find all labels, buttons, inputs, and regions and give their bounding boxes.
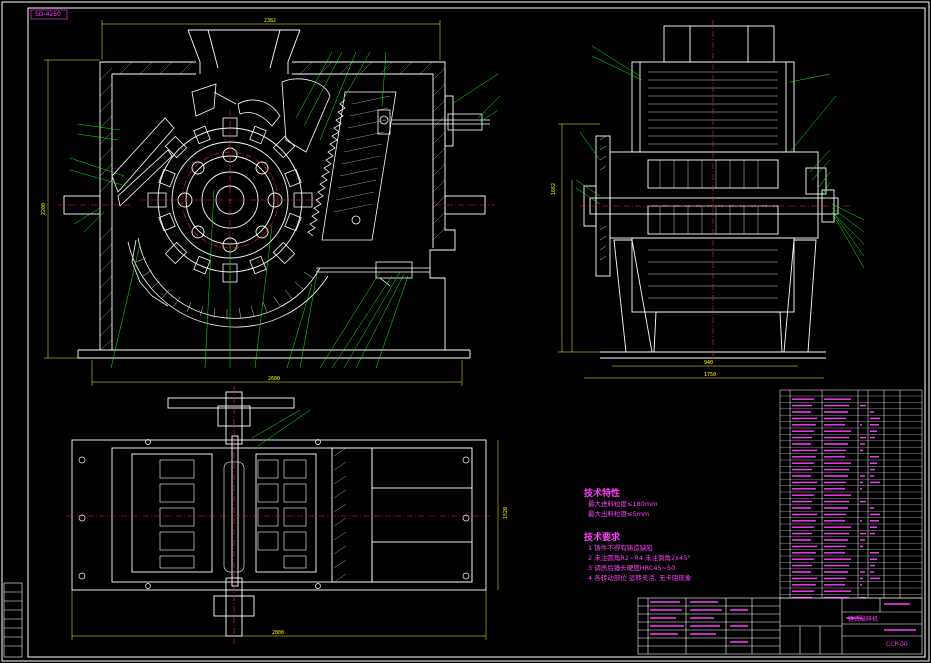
- title-block-fills: [650, 601, 916, 643]
- dim-plan-right: 1520: [503, 506, 510, 520]
- right-liner-hatch: [333, 95, 391, 213]
- plan-bolt-holes: [78, 439, 470, 589]
- plan-centerlines: [66, 386, 492, 644]
- plan-view: [66, 386, 499, 644]
- plan-dimensions: [71, 440, 499, 640]
- side-leaders: [575, 45, 865, 269]
- plan-hammer-blocks: [159, 459, 307, 573]
- plan-hatch: [333, 447, 347, 583]
- requirements-title: 技术要求: [584, 533, 621, 543]
- sheet-tag: SD-4250: [35, 11, 61, 18]
- front-view: [44, 20, 501, 386]
- grate-arc: [127, 237, 329, 328]
- rotor-hammers: [147, 117, 313, 283]
- side-centerlines: [580, 20, 850, 360]
- requirements-line: 2 未注圆角R2~R4 未注倒角2x45°: [588, 554, 691, 562]
- front-dimensions: [44, 20, 463, 386]
- plan-leaders: [251, 409, 311, 447]
- upper-impact-plates: [191, 78, 331, 153]
- requirements-line: 1 铸件不得有铸造缺陷: [588, 544, 653, 552]
- sheet-tag-box: [30, 9, 68, 20]
- rotor-centerlines: [58, 110, 495, 292]
- inner-border: [27, 7, 926, 658]
- right-toothed-liner: [307, 91, 397, 241]
- dim-side-height: 1662: [551, 182, 558, 196]
- dim-top-width: 2382: [264, 18, 277, 24]
- specs-line: 最大出料粒度≤5mm: [588, 510, 650, 518]
- front-housing: [63, 29, 486, 359]
- side-dimensions: [558, 123, 824, 379]
- dim-bottom-width: 2600: [268, 376, 281, 382]
- adjusting-rods: [316, 113, 490, 287]
- title-block: [637, 597, 923, 655]
- title-block-drawing-no: CCP-00: [886, 641, 908, 648]
- dim-left-height: 2200: [41, 202, 48, 216]
- left-breaker-plate: [111, 117, 175, 207]
- parts-list: [779, 389, 923, 599]
- grate-teeth: [135, 257, 314, 319]
- front-leaders: [69, 51, 501, 369]
- side-slats: [599, 71, 778, 299]
- dim-side-width: 940: [704, 360, 714, 366]
- plan-outline: [71, 391, 487, 637]
- title-block-name: 锤式破碎机: [848, 616, 879, 623]
- side-view: [558, 20, 865, 379]
- requirements-line: 4 各转动部位 运转灵活, 无卡阻现象: [588, 574, 692, 582]
- requirements-line: 3 调质后锤头硬度HRC45~50: [588, 564, 676, 572]
- parts-list-rows: [780, 395, 922, 595]
- specs-title: 技术特性: [584, 489, 621, 499]
- front-housing-hatch: [99, 61, 446, 351]
- specs-line: 最大进料粒度≤180mm: [588, 500, 658, 508]
- dim-side-bottom: 1750: [704, 372, 717, 378]
- side-housing: [583, 25, 839, 359]
- dim-plan-width: 2000: [272, 630, 285, 636]
- parts-list-entries: [792, 398, 880, 599]
- left-strip-table: [3, 582, 23, 658]
